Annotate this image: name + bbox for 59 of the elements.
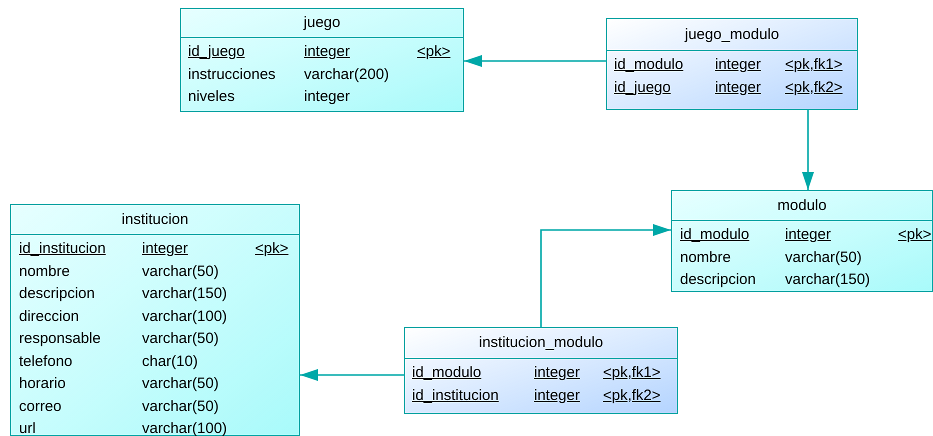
entity-table	[180, 8, 464, 112]
data-type: varchar(50)	[142, 374, 219, 394]
table-name: modulo	[777, 196, 827, 216]
data-type: integer	[534, 386, 580, 406]
data-type: integer	[304, 42, 350, 62]
data-type: integer	[304, 87, 350, 107]
column-name: telefono	[19, 352, 72, 372]
table-name: institucion	[122, 210, 188, 230]
key-label: <pk>	[417, 42, 450, 62]
column-name: id_institucion	[412, 386, 499, 406]
column-name: correo	[19, 396, 62, 416]
relationship-arrow	[300, 369, 404, 381]
data-type: integer	[715, 78, 761, 98]
table-name: juego_modulo	[684, 24, 780, 45]
column-name: direccion	[19, 306, 80, 326]
key-label: <pk>	[255, 239, 288, 259]
column-name: nombre	[19, 262, 70, 282]
data-type: varchar(150)	[142, 284, 228, 304]
column-name: responsable	[19, 329, 101, 349]
key-label: <pk,fk2>	[603, 386, 661, 406]
column-name: id_institucion	[19, 239, 106, 259]
data-type: varchar(150)	[785, 270, 870, 290]
column-name: id_juego	[188, 42, 245, 62]
column-name: instrucciones	[188, 64, 276, 84]
data-type: integer	[534, 363, 580, 383]
data-type: varchar(50)	[785, 248, 862, 268]
column-name: id_juego	[614, 78, 671, 98]
key-label: <pk,fk2>	[785, 78, 843, 98]
column-name: id_modulo	[412, 363, 482, 383]
column-name: id_modulo	[614, 55, 684, 75]
key-label: <pk,fk1>	[603, 363, 661, 383]
column-name: horario	[19, 374, 66, 394]
table-name: juego	[304, 13, 340, 34]
data-type: char(10)	[142, 352, 198, 372]
data-type: varchar(200)	[304, 64, 390, 84]
relationship-arrow	[802, 110, 814, 190]
entity-table	[671, 190, 933, 292]
relationship-arrow	[464, 55, 606, 67]
data-type: varchar(100)	[142, 419, 228, 436]
column-name: descripcion	[19, 284, 95, 304]
column-name: niveles	[188, 87, 235, 107]
column-name: url	[19, 419, 36, 436]
data-type: varchar(50)	[142, 262, 219, 282]
data-type: integer	[715, 55, 761, 75]
entity-table	[606, 18, 858, 110]
data-type: varchar(50)	[142, 329, 219, 349]
table-name: institucion_modulo	[478, 333, 604, 354]
key-label: <pk>	[898, 225, 932, 245]
entity-table	[10, 204, 300, 436]
data-type: varchar(50)	[142, 396, 219, 416]
relationship-arrow	[540, 224, 671, 327]
data-type: varchar(100)	[142, 306, 228, 326]
key-label: <pk,fk1>	[785, 55, 843, 75]
column-name: id_modulo	[680, 225, 750, 245]
data-type: integer	[785, 225, 831, 245]
column-name: descripcion	[680, 270, 756, 290]
entity-table	[404, 327, 678, 414]
data-type: integer	[142, 239, 188, 259]
column-name: nombre	[680, 248, 731, 268]
